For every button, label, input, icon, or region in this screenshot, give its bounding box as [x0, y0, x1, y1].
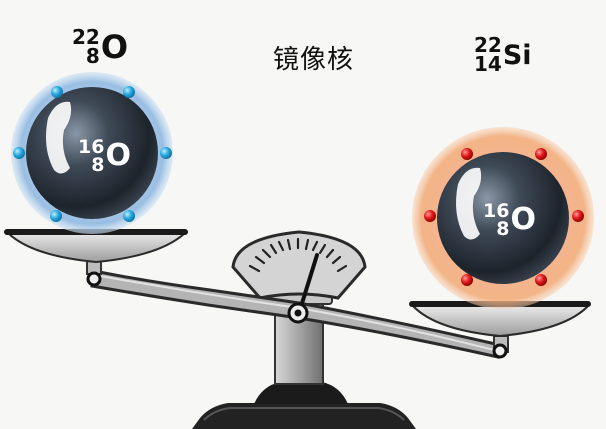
diagram-title: 镜像核 — [273, 45, 355, 75]
right-core-scripts: 16 8 — [483, 200, 510, 240]
balance-pivot — [287, 302, 309, 324]
right-core-label: 16 8 O — [483, 200, 536, 240]
left-core-scripts: 16 8 — [78, 136, 105, 176]
element-symbol: O — [105, 138, 131, 173]
atomic-number: 8 — [85, 44, 100, 68]
atomic-number: 8 — [496, 218, 510, 240]
element-symbol: O — [510, 202, 536, 237]
right-nuclide-label: 22 14 Si — [474, 33, 532, 76]
element-symbol: Si — [502, 39, 532, 71]
neutron-dots — [13, 86, 172, 222]
balance-base — [192, 382, 416, 429]
right-nucleus — [412, 127, 594, 309]
left-nucleus — [11, 72, 173, 234]
balance-gauge — [231, 230, 367, 300]
left-nuclide-label: 22 8 O — [72, 25, 129, 68]
left-nuclide-scripts: 22 8 — [72, 25, 100, 68]
atomic-number: 8 — [91, 154, 105, 176]
proton-dots — [424, 148, 584, 286]
atomic-number: 14 — [474, 52, 502, 76]
element-symbol: O — [100, 28, 129, 66]
mass-number: 22 — [72, 25, 100, 49]
left-pan — [4, 229, 188, 287]
mass-number: 16 — [78, 136, 105, 158]
mass-number: 22 — [474, 33, 502, 57]
right-pan — [409, 301, 591, 359]
left-core-label: 16 8 O — [78, 136, 131, 176]
right-nuclide-scripts: 22 14 — [474, 33, 502, 76]
mass-number: 16 — [483, 200, 510, 222]
